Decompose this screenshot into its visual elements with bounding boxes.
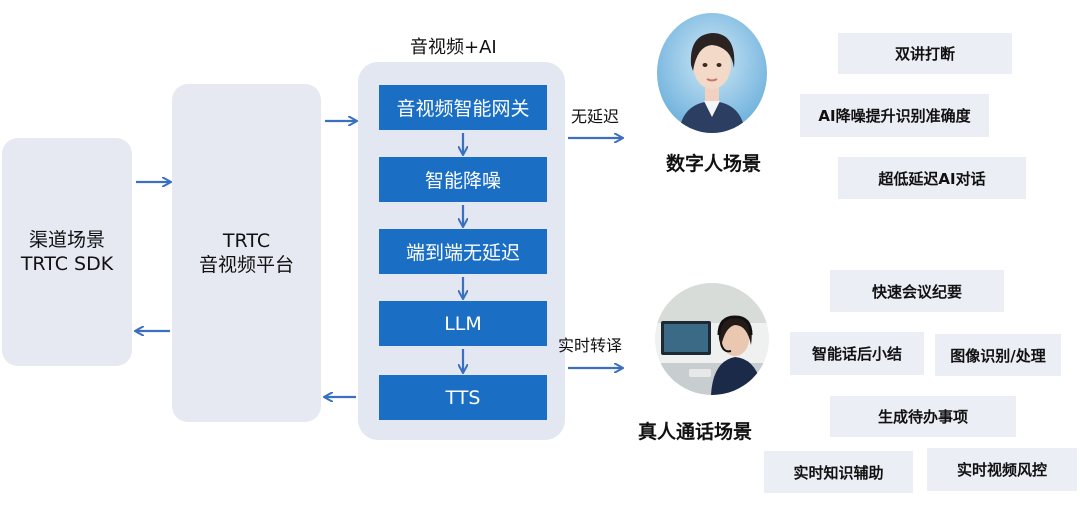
pipeline-step-gateway: 音视频智能网关 xyxy=(379,85,547,130)
feature-tag-video-risk-control: 实时视频风控 xyxy=(927,448,1077,491)
feature-tag-barge-in: 双讲打断 xyxy=(838,33,1012,74)
feature-tag-image-recognition: 图像识别/处理 xyxy=(935,334,1061,376)
trtc-label: TRTC xyxy=(222,230,271,252)
trtc-sdk-label: TRTC SDK xyxy=(20,253,114,275)
digital-human-avatar xyxy=(657,13,767,133)
channel-scene-box: 渠道场景 TRTC SDK xyxy=(2,138,132,366)
realtime-transcribe-label: 实时转译 xyxy=(558,336,623,355)
feature-tag-todo-items: 生成待办事项 xyxy=(830,396,1016,437)
digital-human-scene-label: 数字人场景 xyxy=(666,153,762,175)
channel-scene-label: 渠道场景 xyxy=(28,229,105,251)
ai-panel-title: 音视频+AI xyxy=(410,37,497,58)
no-latency-label: 无延迟 xyxy=(571,107,620,126)
feature-tag-ultra-low-latency: 超低延迟AI对话 xyxy=(838,157,1026,199)
av-platform-label: 音视频平台 xyxy=(198,254,294,276)
feature-tag-ai-denoise-accuracy: AI降噪提升识别准确度 xyxy=(800,94,989,137)
pipeline-step-llm: LLM xyxy=(379,301,547,346)
feature-tag-call-summary: 智能话后小结 xyxy=(790,332,924,375)
pipeline-step-denoise: 智能降噪 xyxy=(379,157,547,202)
feature-tag-meeting-minutes: 快速会议纪要 xyxy=(830,270,1004,312)
real-call-scene-label: 真人通话场景 xyxy=(638,421,753,443)
pipeline-step-no-latency: 端到端无延迟 xyxy=(379,229,547,274)
call-agent-avatar xyxy=(655,283,769,395)
pipeline-step-tts: TTS xyxy=(379,375,547,420)
feature-tag-realtime-knowledge: 实时知识辅助 xyxy=(764,451,913,493)
trtc-platform-box: TRTC 音视频平台 xyxy=(172,84,321,422)
